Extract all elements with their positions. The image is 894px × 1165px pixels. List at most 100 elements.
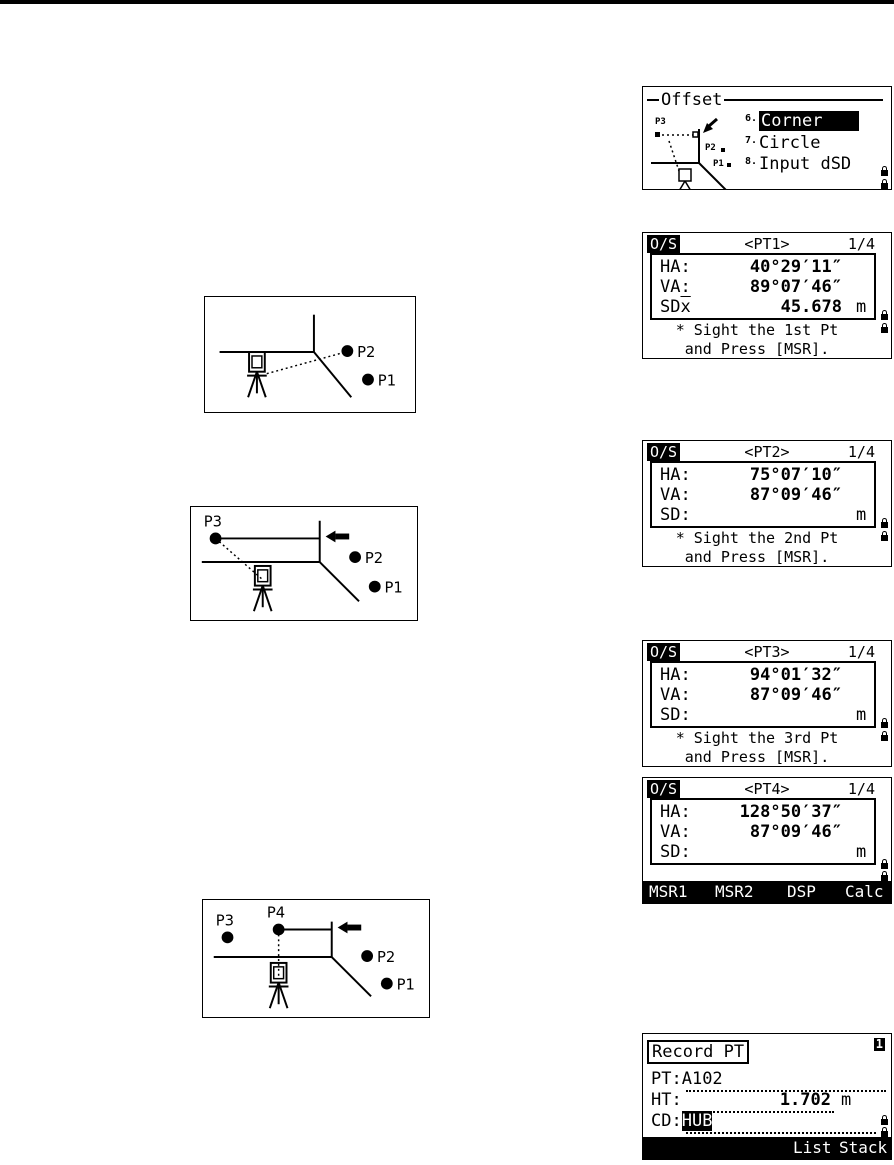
record-pt-screen: Record PT 1 PT:A102 HT: 1.702 m CD:HUB L… bbox=[642, 1033, 892, 1160]
corner-offset-icon bbox=[651, 117, 731, 189]
point-p2-label: P2 bbox=[357, 344, 375, 361]
point-p3-marker bbox=[209, 532, 222, 545]
softkey-msr2[interactable]: MSR2 bbox=[715, 882, 754, 901]
corner-diagram-step2: P3 P2 P1 bbox=[190, 506, 418, 621]
offset-mode-tag: O/S bbox=[647, 643, 681, 661]
ht-field-underline bbox=[686, 1111, 834, 1113]
menu-item-circle[interactable]: 7.Circle bbox=[745, 133, 821, 153]
cd-value: HUB bbox=[681, 1111, 713, 1131]
offset-mode-tag: O/S bbox=[647, 235, 681, 253]
reading-box: HA: 94°01′32″ VA: 87°09′46″ SD: m bbox=[650, 661, 876, 728]
lock-icon bbox=[881, 531, 888, 543]
ha-value: 94°01′32″ bbox=[749, 665, 842, 685]
pt-value: A102 bbox=[681, 1069, 723, 1089]
instruction-line-1: * Sight the 2nd Pt bbox=[675, 529, 839, 547]
reading-box: HA: 75°07′10″ VA: 87°09′46″ SD: m bbox=[650, 461, 876, 528]
softkey-bar: List Stack bbox=[643, 1137, 891, 1159]
lock-icon bbox=[881, 179, 888, 189]
point-p2-marker bbox=[349, 551, 361, 564]
lock-icon bbox=[881, 871, 888, 883]
icon-label-p1: P1 bbox=[713, 159, 724, 169]
lock-icon bbox=[881, 718, 888, 730]
instruction-line-2: and Press [MSR]. bbox=[684, 548, 830, 566]
softkey-dsp[interactable]: DSP bbox=[787, 882, 816, 901]
pt1-measure-screen: O/S <PT1> 1/4 HA: 40°29′11″ VA: 89°07′46… bbox=[642, 232, 892, 359]
instruction-line-1: * Sight the 3rd Pt bbox=[675, 729, 839, 747]
direction-arrow-icon bbox=[325, 530, 350, 543]
record-pt-title: Record PT bbox=[647, 1040, 750, 1064]
direction-arrow-icon bbox=[337, 921, 362, 934]
lock-icon bbox=[881, 323, 888, 335]
icon-label-p2: P2 bbox=[705, 143, 716, 153]
page-indicator: 1/4 bbox=[847, 443, 875, 461]
ht-value: 1.702 bbox=[779, 1090, 831, 1110]
softkey-calc[interactable]: Calc bbox=[845, 882, 884, 901]
page-indicator: 1/4 bbox=[847, 780, 875, 798]
point-p2-marker bbox=[361, 950, 374, 962]
ha-value: 75°07′10″ bbox=[749, 465, 842, 485]
lock-icon bbox=[881, 731, 888, 743]
va-value: 89°07′46″ bbox=[749, 277, 842, 297]
corner-diagram-step1: P2 P1 bbox=[204, 296, 416, 413]
point-p1-label: P1 bbox=[378, 372, 396, 389]
page-top-rule bbox=[0, 0, 894, 4]
reading-box: HA: 128°50′37″ VA: 87°09′46″ SD: m bbox=[650, 798, 876, 865]
point-p2-label: P2 bbox=[365, 550, 383, 567]
lock-icon bbox=[881, 518, 888, 530]
lock-icon bbox=[881, 859, 888, 871]
page-indicator: 1/4 bbox=[847, 235, 875, 253]
point-p1-marker bbox=[380, 977, 393, 990]
pt-field-underline bbox=[686, 1090, 886, 1092]
instruction-line-2: and Press [MSR]. bbox=[684, 340, 830, 358]
instruction-line-1: * Sight the 1st Pt bbox=[675, 321, 839, 339]
point-indicator: <PT4> bbox=[744, 780, 790, 798]
ht-unit: m bbox=[841, 1090, 852, 1110]
corner-diagram-step4: P3 P4 P2 P1 bbox=[202, 899, 430, 1018]
mean-x-icon: x bbox=[680, 297, 691, 317]
point-p2-marker bbox=[341, 345, 354, 357]
lock-icon bbox=[881, 166, 888, 178]
point-p1-marker bbox=[368, 580, 381, 593]
offset-menu-screen: Offset P3 P2 P1 6.Corner 7.Circle 8.Inpu… bbox=[642, 86, 892, 190]
softkey-msr1[interactable]: MSR1 bbox=[649, 882, 688, 901]
point-p3-label: P3 bbox=[216, 913, 234, 930]
point-indicator: <PT3> bbox=[744, 643, 790, 661]
menu-item-corner[interactable]: 6.Corner bbox=[745, 109, 860, 131]
offset-mode-tag: O/S bbox=[647, 780, 681, 798]
lock-icon bbox=[881, 1127, 888, 1139]
cd-field-underline bbox=[686, 1132, 876, 1134]
point-p3-marker bbox=[221, 931, 234, 944]
reading-box: HA: 40°29′11″ VA: 89°07′46″ SDx 45.678 m bbox=[650, 253, 876, 320]
offset-mode-tag: O/S bbox=[647, 443, 681, 461]
point-p1-label: P1 bbox=[385, 579, 403, 596]
cd-field[interactable]: CD:HUB bbox=[651, 1111, 713, 1131]
instruction-line-2: and Press [MSR]. bbox=[684, 748, 830, 766]
point-p1-label: P1 bbox=[397, 976, 415, 993]
menu-item-input-dsd[interactable]: 8.Input dSD bbox=[745, 154, 852, 174]
ht-field[interactable]: HT: bbox=[651, 1090, 682, 1110]
point-p1-marker bbox=[362, 373, 374, 386]
ha-value: 40°29′11″ bbox=[749, 257, 842, 277]
va-value: 87°09′46″ bbox=[749, 685, 842, 705]
instrument-icon bbox=[252, 564, 273, 612]
va-value: 87°09′46″ bbox=[749, 485, 842, 505]
lock-icon bbox=[881, 1115, 888, 1127]
point-p4-marker bbox=[272, 923, 285, 936]
pt-field[interactable]: PT:A102 bbox=[651, 1069, 723, 1089]
instrument-icon bbox=[247, 351, 267, 398]
sd-value: 45.678 bbox=[780, 297, 842, 317]
pt2-measure-screen: O/S <PT2> 1/4 HA: 75°07′10″ VA: 87°09′46… bbox=[642, 440, 892, 567]
softkey-stack[interactable]: Stack bbox=[839, 1138, 888, 1157]
lock-icon bbox=[881, 310, 888, 322]
point-indicator: <PT1> bbox=[744, 235, 790, 253]
va-value: 87°09′46″ bbox=[749, 822, 842, 842]
point-indicator: <PT2> bbox=[744, 443, 790, 461]
softkey-list[interactable]: List bbox=[793, 1138, 832, 1157]
point-p3-label: P3 bbox=[204, 514, 222, 531]
point-p2-label: P2 bbox=[377, 949, 395, 966]
page-indicator: 1/4 bbox=[847, 643, 875, 661]
input-mode-badge: 1 bbox=[873, 1037, 885, 1051]
ha-value: 128°50′37″ bbox=[739, 802, 842, 822]
pt3-measure-screen: O/S <PT3> 1/4 HA: 94°01′32″ VA: 87°09′46… bbox=[642, 640, 892, 767]
instrument-icon bbox=[268, 961, 289, 1009]
